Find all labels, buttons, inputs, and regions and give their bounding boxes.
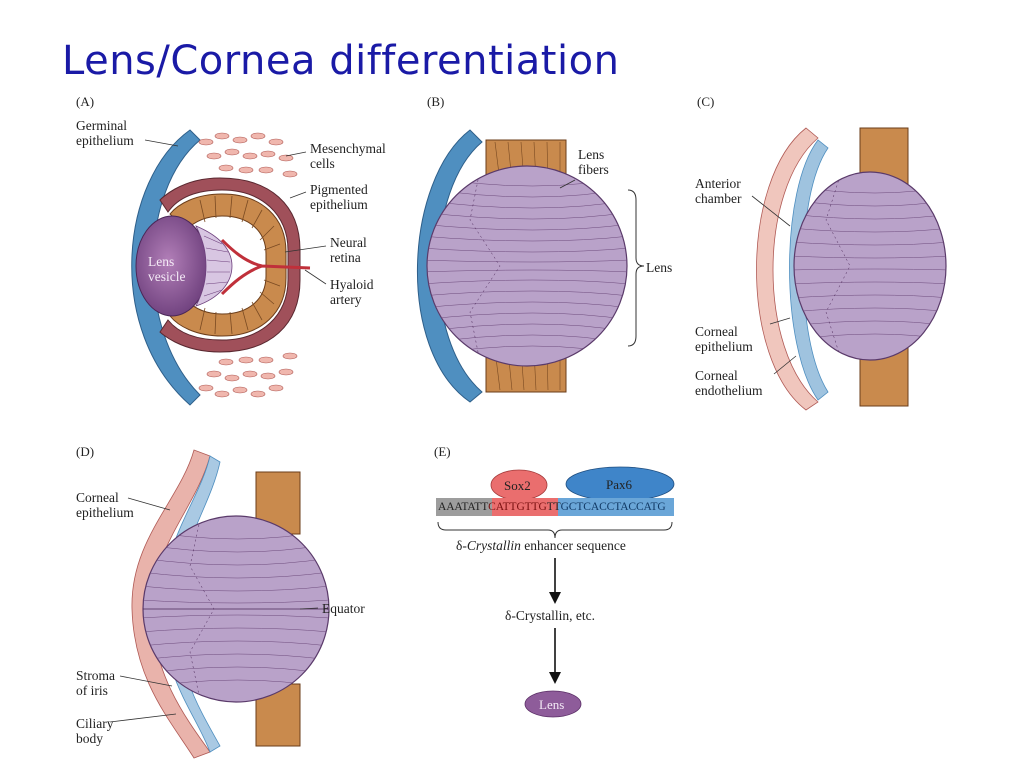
panel-a-tag: (A) <box>76 94 95 109</box>
label-lens-b: Lens <box>646 260 673 275</box>
panel-c-tag: (C) <box>697 94 715 109</box>
b-epithelium-crescent <box>416 129 483 403</box>
label-product: δ-Crystallin, etc. <box>505 608 595 623</box>
panel-a-drawing <box>131 129 327 406</box>
panel-b-tag: (B) <box>427 94 445 109</box>
c-cornea <box>756 127 819 411</box>
b-lens-bracket <box>627 189 645 347</box>
a-neural-retina <box>169 193 287 337</box>
label-sox2: Sox2 <box>504 478 531 493</box>
label-enhancer-sequence: δ-Crystallin enhancer sequence <box>456 538 626 553</box>
e-dna-blue <box>558 498 674 516</box>
label-pax6: Pax6 <box>606 477 632 492</box>
panel-e-tag: (E) <box>434 444 451 459</box>
c-lens <box>793 171 947 361</box>
e-dna-grey <box>436 498 492 516</box>
panel-d-drawing <box>109 449 330 759</box>
label-equator: Equator <box>322 601 365 616</box>
a-pigmented-epithelium <box>159 177 301 353</box>
b-lens <box>426 165 628 367</box>
e-bracket <box>437 521 673 539</box>
e-lens-blob <box>524 690 582 718</box>
dna-sequence: AAATATTCATTGTTGTTGCTCACCTACCATG <box>438 501 666 513</box>
panel-b-drawing <box>416 129 645 403</box>
e-dna-red <box>492 498 558 516</box>
panel-d-tag: (D) <box>76 444 95 459</box>
page-title: Lens/Cornea differentiation <box>62 38 620 84</box>
panel-e-drawing <box>436 466 675 718</box>
panel-c-drawing <box>751 127 947 411</box>
label-lens-e: Lens <box>539 697 565 712</box>
a-hyaloid-artery <box>220 238 311 296</box>
